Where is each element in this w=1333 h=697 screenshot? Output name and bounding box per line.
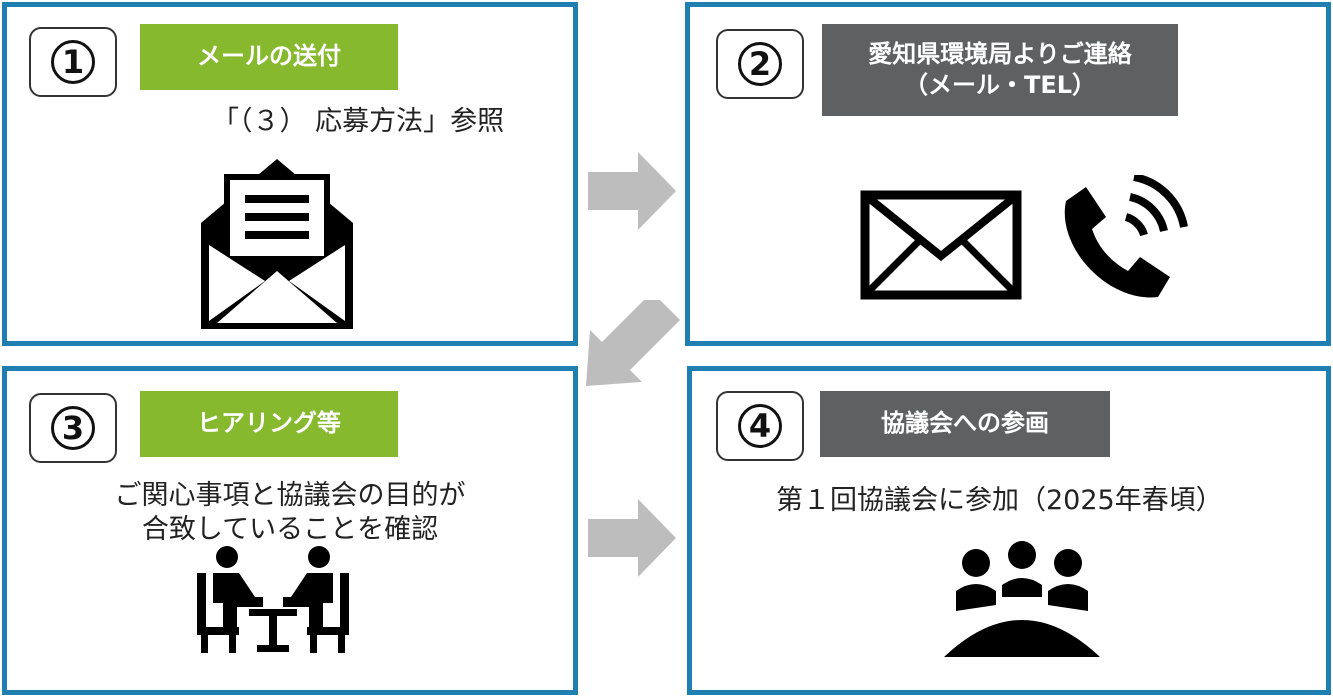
step-number: 4 [738,404,782,448]
step-2-panel: 2 愛知県環境局よりご連絡 （メール・TEL） [685,2,1331,346]
meeting-two-people-icon [197,546,349,653]
open-envelope-icon [201,159,353,329]
step-number: 3 [51,406,95,450]
step-4-title: 協議会への参画 [820,391,1110,457]
envelope-icon [860,190,1022,300]
step-3-description-line-2: 合致していることを確認 [141,513,439,545]
step-2-title-line-1: 愛知県環境局よりご連絡 [868,39,1132,68]
step-number-badge: 3 [29,393,117,463]
step-2-title: 愛知県環境局よりご連絡 （メール・TEL） [822,24,1178,116]
step-1-title: メールの送付 [140,24,398,90]
step-3-title: ヒアリング等 [140,391,398,457]
conference-table-icon [944,541,1100,657]
step-3-description-line-1: ご関心事項と協議会の目的が [114,480,466,511]
step-3-description: ご関心事項と協議会の目的が 合致していることを確認 [85,479,495,547]
step-2-title-line-2: （メール・TEL） [903,71,1097,99]
arrow-down-left-icon [586,300,680,386]
step-number-badge: 1 [29,27,117,97]
step-4-description: 第１回協議会に参加（2025年春頃） [776,485,1223,516]
step-1-description: 「（３） 応募方法」参照 [212,106,505,137]
step-number: 2 [738,42,782,86]
arrow-right-icon [588,152,676,230]
step-4-panel: 4 協議会への参画 第１回協議会に参加（2025年春頃） [687,366,1331,695]
step-number-badge: 2 [716,29,804,99]
step-number: 1 [51,40,95,84]
arrow-right-icon [588,499,676,577]
step-1-panel: 1 メールの送付 「（３） 応募方法」参照 [2,2,578,346]
step-number-badge: 4 [716,391,804,461]
step-3-panel: 3 ヒアリング等 ご関心事項と協議会の目的が 合致していることを確認 [2,366,578,695]
phone-icon [1064,175,1188,298]
